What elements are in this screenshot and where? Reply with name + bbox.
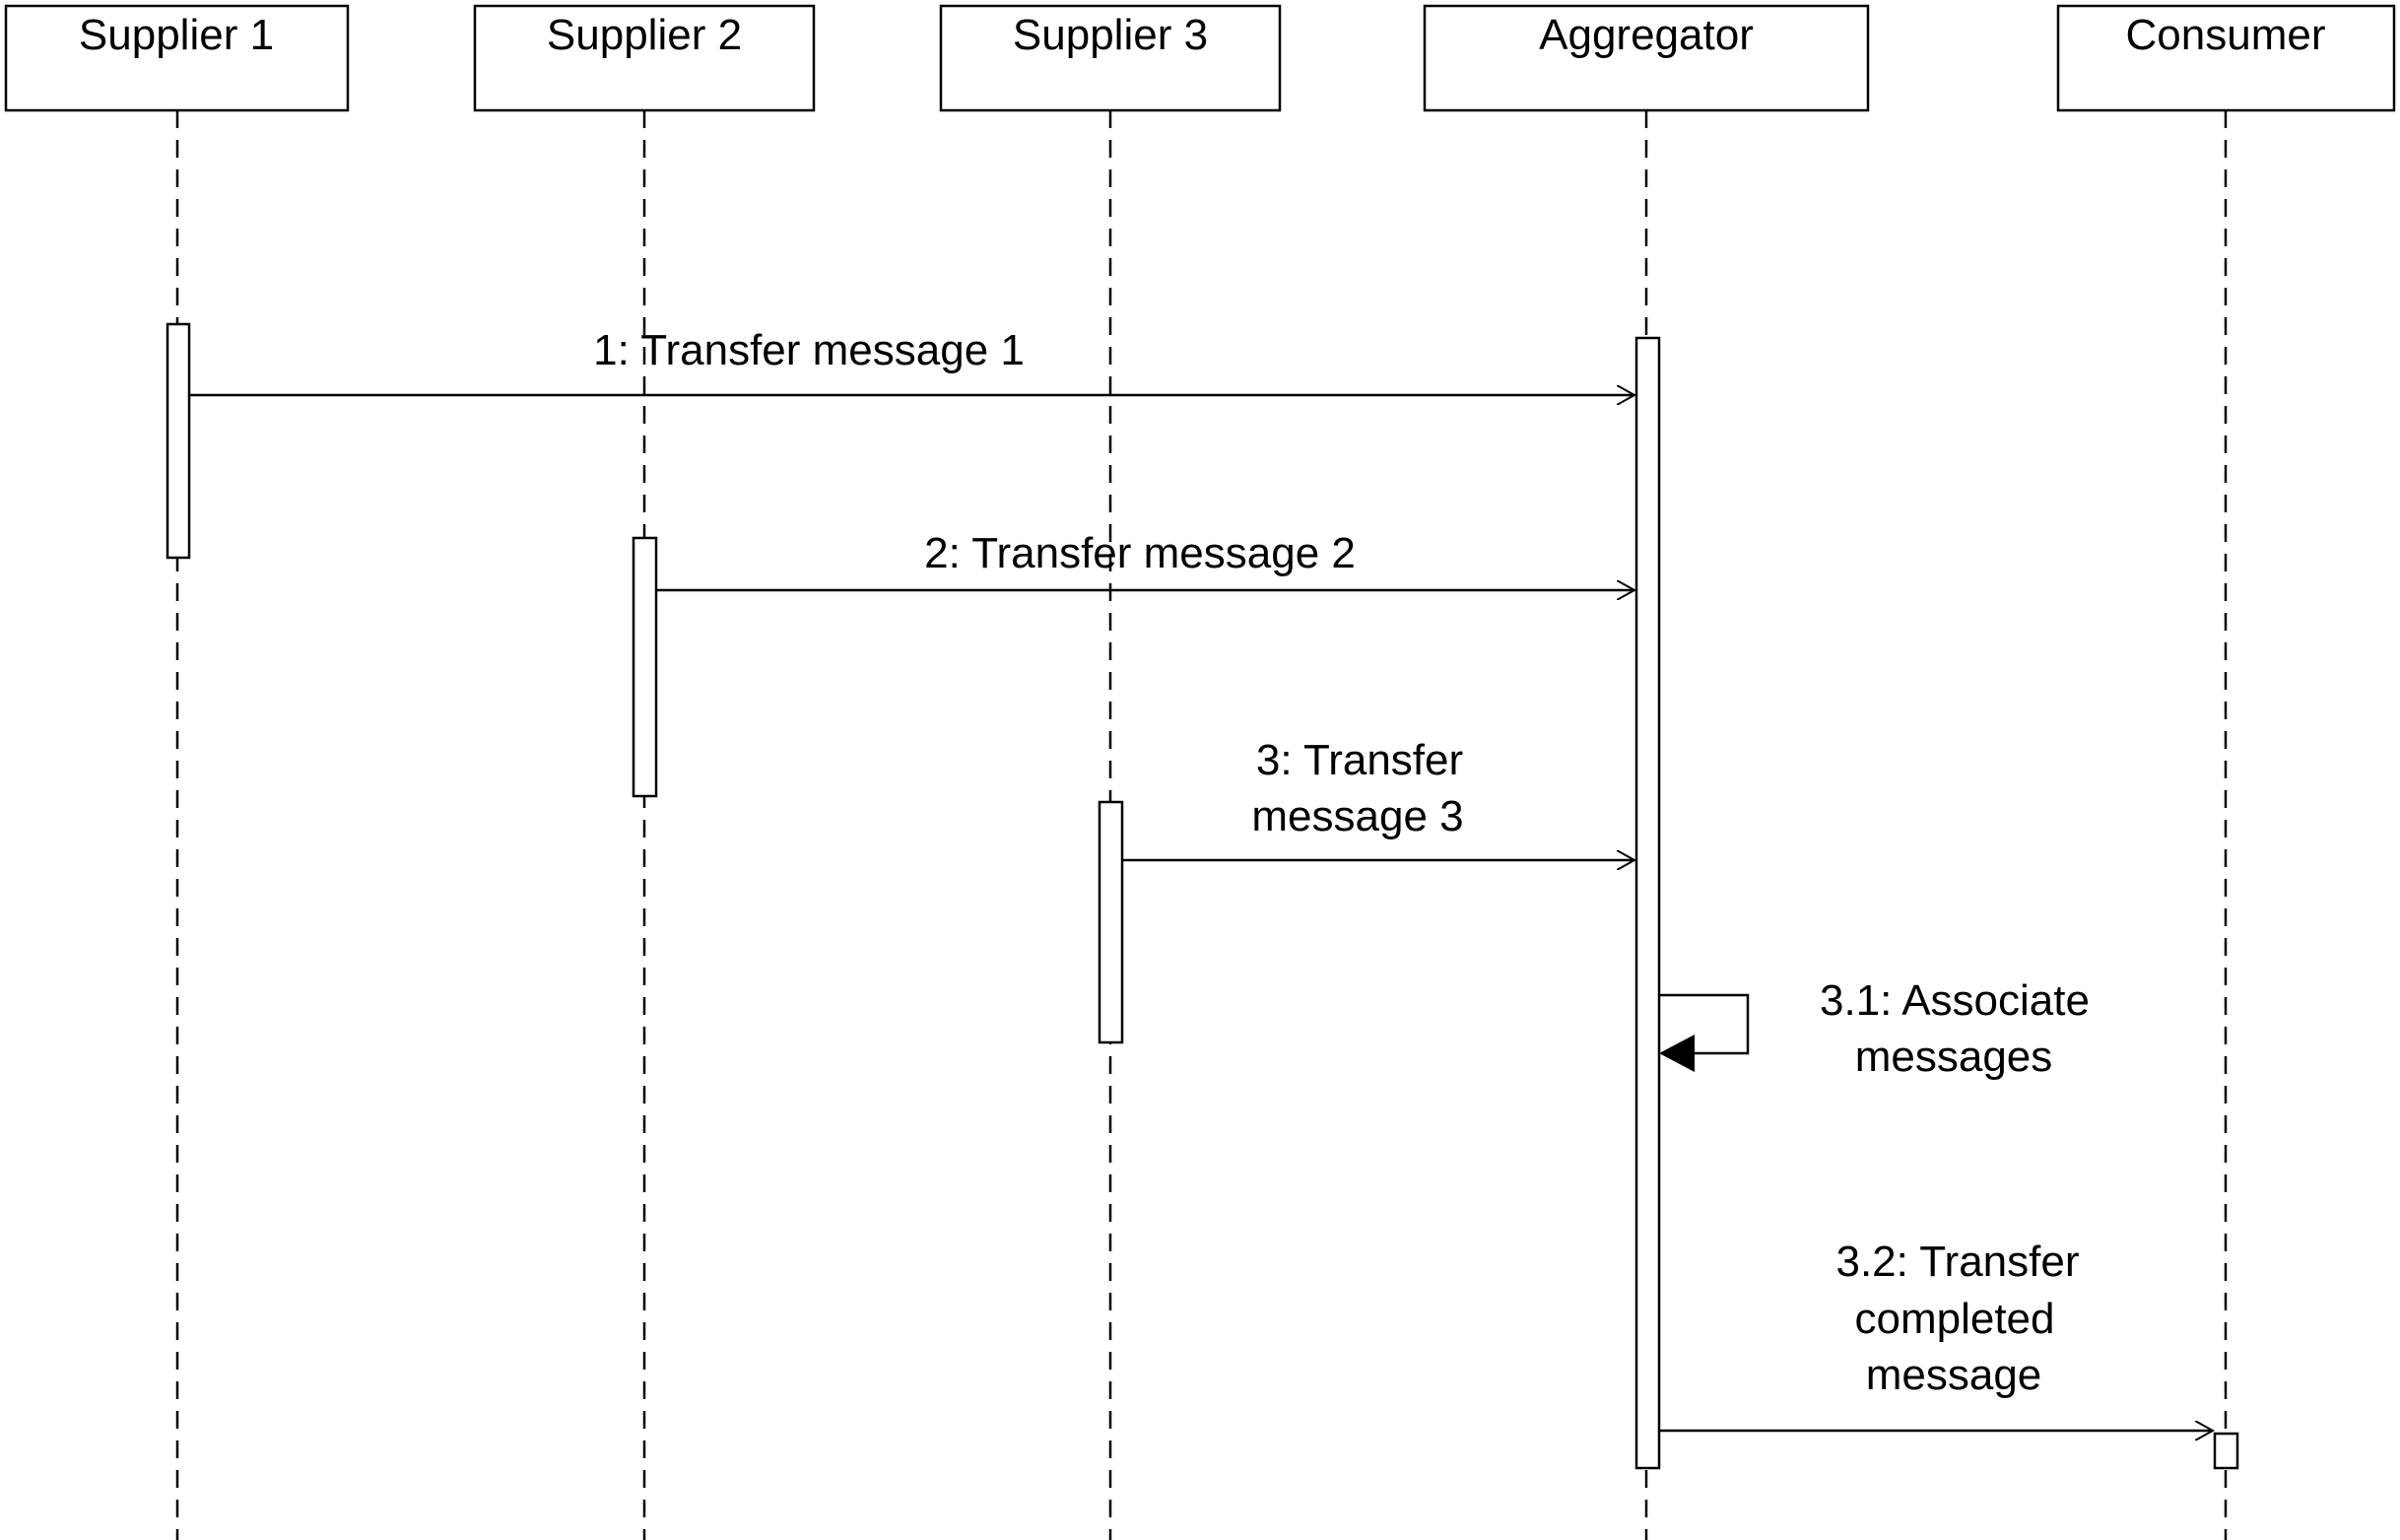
- participant-label: Consumer: [2126, 11, 2326, 59]
- participant-label: Supplier 2: [547, 11, 742, 59]
- participant-supplier-2: Supplier 2: [473, 4, 816, 112]
- participant-label: Supplier 1: [79, 11, 274, 59]
- participant-box: [4, 4, 350, 112]
- message-label-line-1: 3: Transfer: [1256, 736, 1463, 784]
- message-3-2: 3.2: Transfer completed message: [1659, 1238, 2213, 1431]
- participant-supplier-3: Supplier 3: [939, 4, 1282, 112]
- activation-supplier-2: [632, 536, 658, 798]
- activation-aggregator: [1634, 336, 1661, 1470]
- message-label-line-2: message 3: [1251, 792, 1463, 840]
- message-3-1-self-call: 3.1: Associate messages: [1659, 976, 2090, 1081]
- activation-consumer: [2213, 1432, 2239, 1470]
- message-3: 3: Transfer message 3: [1122, 736, 1634, 860]
- participant-label: Supplier 3: [1013, 11, 1208, 59]
- participant-box: [1423, 4, 1870, 112]
- activation-supplier-3: [1098, 800, 1124, 1044]
- activation-supplier-1: [166, 322, 191, 560]
- message-label-line-2: messages: [1855, 1033, 2053, 1081]
- message-2: 2: Transfer message 2: [656, 529, 1634, 590]
- participant-label: Aggregator: [1539, 11, 1754, 59]
- filled-arrowhead-icon: [1659, 1035, 1695, 1072]
- participant-supplier-1: Supplier 1: [4, 4, 350, 112]
- participant-box: [473, 4, 816, 112]
- participant-box: [939, 4, 1282, 112]
- message-label-line-3: message: [1866, 1351, 2042, 1399]
- participant-consumer: Consumer: [2056, 4, 2396, 112]
- participant-aggregator: Aggregator: [1423, 4, 1870, 112]
- message-label: 2: Transfer message 2: [924, 529, 1356, 577]
- message-1: 1: Transfer message 1: [189, 326, 1634, 395]
- self-call-line: [1659, 993, 1750, 1055]
- message-label-line-2: completed: [1854, 1295, 2054, 1343]
- message-label-line-1: 3.1: Associate: [1820, 976, 2090, 1025]
- message-label-line-1: 3.2: Transfer: [1835, 1238, 2079, 1286]
- message-label: 1: Transfer message 1: [593, 326, 1025, 374]
